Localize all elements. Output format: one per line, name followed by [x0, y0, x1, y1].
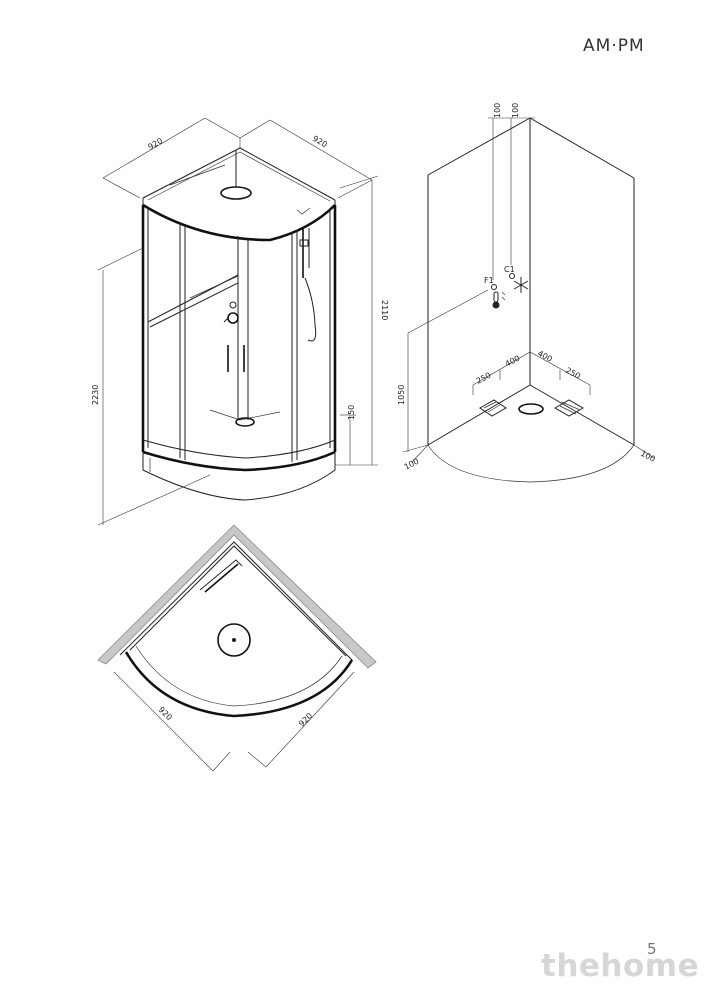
plan-drain: [217, 623, 251, 657]
watermark: thehome: [541, 948, 700, 984]
cabin-roof: [142, 147, 336, 242]
dim-plan-side-right: 920: [297, 711, 314, 728]
label-cold-inlet: C1: [504, 265, 515, 274]
dim-tray-height: 150: [347, 405, 356, 420]
dim-plan-side-left: 920: [157, 705, 174, 722]
dim-drain-span-left: 400: [504, 354, 522, 369]
plan-walls: [97, 524, 377, 669]
water-inlets: F1 C1: [484, 265, 529, 309]
dim-width-left: 920: [147, 136, 165, 151]
drain-outlet-right: [553, 399, 585, 417]
cabin-isometric-view: 920 920: [91, 117, 389, 526]
cabin-height-dimensions: 2110 150 2230: [91, 175, 389, 526]
dim-drain-offset-left: 250: [475, 371, 493, 386]
plan-dimensions: 920 920: [113, 671, 355, 772]
plan-shower-rail: [199, 559, 243, 593]
cabin-frame: [141, 205, 337, 462]
dim-height-glass: 2230: [91, 385, 100, 405]
dim-wall-offset-left: 100: [403, 457, 421, 472]
shower-tray: [142, 409, 336, 501]
corner-shelf: [147, 274, 239, 328]
mixer-tap: [223, 301, 239, 324]
tray-drain: [235, 417, 255, 427]
brand-logo: AM·PM: [583, 36, 645, 56]
connections-top-dimensions: 100 100: [488, 103, 535, 280]
drain-dimensions: 250 400 400 250 100 100: [403, 349, 657, 472]
inlet-height-dimension: 1050: [397, 289, 489, 453]
drain-outlet-left: [479, 399, 507, 417]
cabin-top-dimensions: 920 920: [102, 117, 373, 199]
dim-width-right: 920: [311, 134, 329, 149]
hot-water-thermometer-icon: [492, 291, 506, 309]
connections-view: 100 100 F1 C1: [397, 103, 657, 483]
cold-water-snowflake-icon: [513, 277, 529, 293]
plan-view: 920 920: [97, 524, 377, 772]
dim-drain-span-right: 400: [536, 349, 554, 364]
rain-shower-head: [220, 186, 252, 200]
dim-wall-offset-right: 100: [639, 449, 657, 464]
dim-offset-top-left: 100: [493, 103, 502, 118]
dim-inlet-height: 1050: [397, 385, 406, 405]
page-number: 5: [647, 940, 657, 958]
dim-offset-top-right: 100: [511, 103, 520, 118]
dim-drain-offset-right: 250: [564, 366, 582, 381]
label-hot-inlet: F1: [484, 276, 494, 285]
drain-outlet-center: [518, 403, 544, 415]
hand-shower: [299, 228, 317, 342]
dim-height-total: 2110: [380, 300, 389, 320]
plan-tray: [119, 541, 354, 718]
corner-walls: [427, 117, 635, 483]
